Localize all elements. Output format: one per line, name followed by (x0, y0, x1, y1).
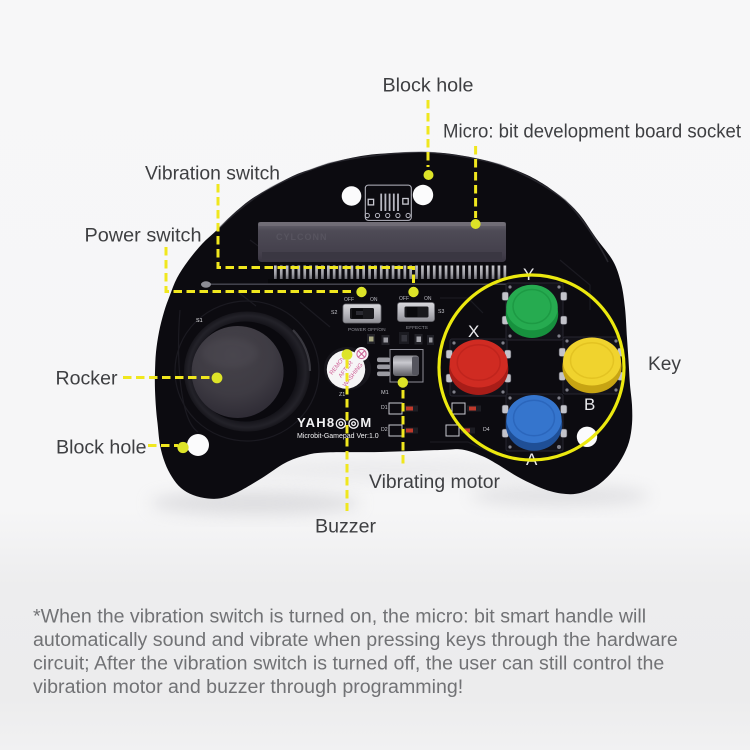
svg-text:OFF: OFF (399, 296, 409, 302)
svg-text:Buzzer: Buzzer (315, 516, 376, 538)
svg-text:circuit; After the vibration s: circuit; After the vibration switch is t… (33, 652, 664, 674)
svg-text:OFF: OFF (344, 297, 354, 303)
svg-text:*When the vibration switch is: *When the vibration switch is turned on,… (33, 605, 646, 627)
svg-text:S1: S1 (196, 318, 203, 324)
svg-text:Vibrating motor: Vibrating motor (369, 471, 500, 493)
svg-text:M1: M1 (381, 390, 389, 396)
svg-text:Rocker: Rocker (56, 368, 118, 390)
svg-text:vibration motor and buzzer thr: vibration motor and buzzer through progr… (33, 676, 463, 698)
svg-text:automatically sound and vibrat: automatically sound and vibrate when pre… (33, 629, 678, 651)
svg-text:X: X (468, 322, 479, 341)
svg-text:D1: D1 (381, 405, 388, 411)
svg-text:ON: ON (370, 297, 378, 303)
svg-text:Vibration switch: Vibration switch (145, 163, 280, 185)
svg-text:Key: Key (648, 353, 681, 375)
svg-text:Block hole: Block hole (383, 75, 474, 97)
svg-text:S3: S3 (438, 309, 444, 315)
svg-text:D2: D2 (381, 427, 388, 433)
svg-text:Z1: Z1 (339, 392, 345, 398)
svg-text:Microbit-Gamepad Ver:1.0: Microbit-Gamepad Ver:1.0 (297, 433, 379, 440)
svg-text:EFFECTS: EFFECTS (406, 325, 428, 331)
svg-text:ON: ON (424, 296, 432, 302)
svg-text:B: B (584, 395, 595, 414)
svg-text:Block hole: Block hole (56, 437, 147, 459)
svg-text:Micro: bit development board s: Micro: bit development board socket (443, 121, 741, 143)
svg-text:POWER OFF/ON: POWER OFF/ON (348, 327, 386, 333)
svg-text:YAH8◎◎M: YAH8◎◎M (297, 415, 372, 430)
svg-text:Power switch: Power switch (85, 225, 202, 247)
svg-text:D4: D4 (483, 427, 490, 433)
svg-text:CYLCONN: CYLCONN (276, 232, 328, 242)
svg-text:S2: S2 (331, 310, 337, 316)
